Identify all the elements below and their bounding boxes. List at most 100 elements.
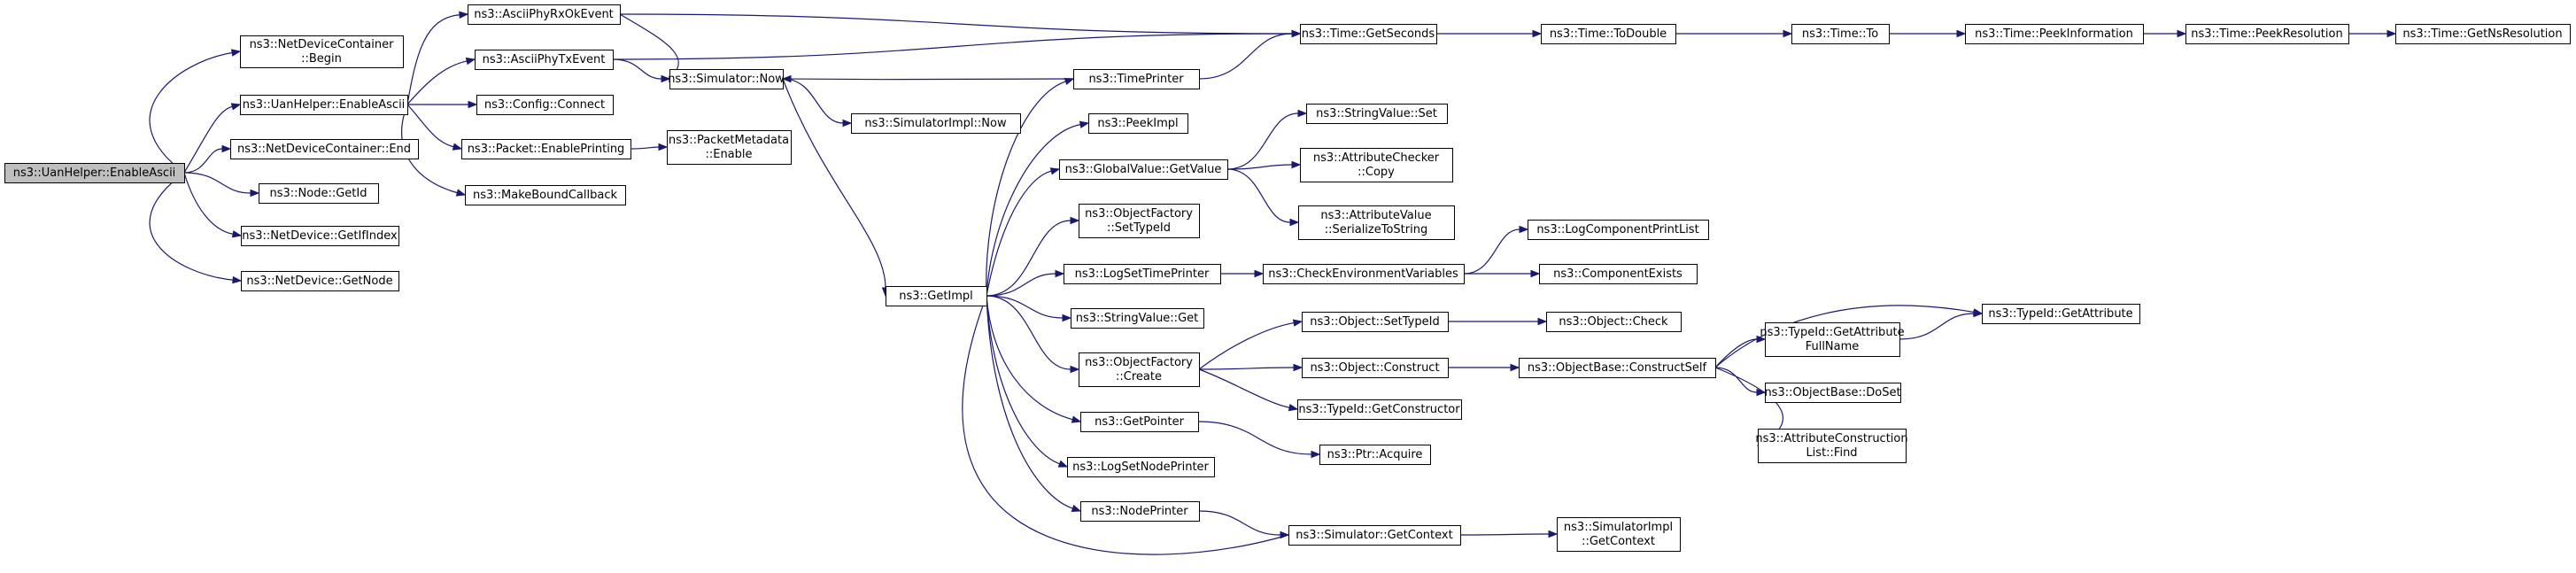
node-ns3-makeboundcallback[interactable]: ns3::MakeBoundCallback bbox=[465, 185, 626, 205]
node-ns3-objectfactory-settypeid[interactable]: ns3::ObjectFactory::SetTypeId bbox=[1079, 204, 1200, 238]
node-label: ns3::TypeId::GetAttribute bbox=[1760, 326, 1904, 339]
node-ns3-globalvalue-getvalue[interactable]: ns3::GlobalValue::GetValue bbox=[1059, 159, 1228, 180]
edge-n7-to-n26 bbox=[619, 13, 1302, 38]
edge-arrowhead bbox=[781, 74, 792, 83]
node-ns3-time-peekinformation[interactable]: ns3::Time::PeekInformation bbox=[1965, 24, 2144, 44]
node-box bbox=[1982, 304, 2140, 324]
node-ns3-netdevicecontainer-begin[interactable]: ns3::NetDeviceContainer::Begin bbox=[240, 35, 404, 68]
edge-arrowhead bbox=[1532, 29, 1543, 38]
node-ns3-time-to[interactable]: ns3::Time::To bbox=[1791, 24, 1890, 44]
node-ns3-objectbase-constructself[interactable]: ns3::ObjectBase::ConstructSelf bbox=[1519, 358, 1716, 378]
node-box bbox=[886, 286, 987, 306]
node-ns3-logsetnodeprinter[interactable]: ns3::LogSetNodePrinter bbox=[1067, 457, 1215, 477]
node-ns3-object-construct[interactable]: ns3::Object::Construct bbox=[1302, 358, 1449, 378]
edge-n23-to-n47 bbox=[1197, 421, 1321, 459]
edge-n41-to-n43 bbox=[1714, 335, 1767, 368]
edge-arrowhead bbox=[2386, 29, 2397, 38]
node-ns3-stringvalue-get[interactable]: ns3::StringValue::Get bbox=[1071, 308, 1204, 329]
node-label: ns3::Object::SetTypeId bbox=[1310, 315, 1439, 329]
node-ns3-packet-enableprinting[interactable]: ns3::Packet::EnablePrinting bbox=[461, 139, 631, 159]
node-ns3-nodeprinter[interactable]: ns3::NodePrinter bbox=[1080, 501, 1200, 522]
edge-n29-to-n30 bbox=[2143, 29, 2187, 38]
edge-line bbox=[790, 78, 1074, 81]
node-ns3-typeid-getattribute[interactable]: ns3::TypeId::GetAttribute bbox=[1982, 304, 2140, 324]
node-ns3-componentexists[interactable]: ns3::ComponentExists bbox=[1539, 264, 1698, 284]
edge-n30-to-n31 bbox=[2348, 29, 2397, 38]
node-ns3-config-connect[interactable]: ns3::Config::Connect bbox=[476, 95, 614, 115]
edge-arrowhead bbox=[1071, 504, 1082, 512]
node-ns3-asciiphytxevent[interactable]: ns3::AsciiPhyTxEvent bbox=[475, 50, 614, 70]
edge-n26-to-n27 bbox=[1436, 29, 1543, 38]
node-ns3-time-todouble[interactable]: ns3::Time::ToDouble bbox=[1541, 24, 1676, 44]
node-ns3-typeid-getconstructor[interactable]: ns3::TypeId::GetConstructor bbox=[1297, 399, 1462, 420]
node-ns3-getimpl[interactable]: ns3::GetImpl bbox=[886, 286, 987, 306]
node-box bbox=[461, 139, 631, 159]
edge-n0-to-n6 bbox=[149, 172, 243, 284]
edge-n16-to-n13 bbox=[781, 74, 1074, 83]
edge-line bbox=[1899, 313, 1975, 340]
node-ns3-logsettimeprinter[interactable]: ns3::LogSetTimePrinter bbox=[1064, 264, 1221, 284]
node-ns3-stringvalue-set[interactable]: ns3::StringValue::Set bbox=[1306, 104, 1448, 124]
node-label: ns3::Node::GetId bbox=[270, 187, 367, 200]
edge-n27-to-n28 bbox=[1675, 29, 1793, 38]
edge-arrowhead bbox=[1548, 530, 1559, 538]
edge-line bbox=[149, 51, 233, 174]
node-label: ns3::Time::PeekInformation bbox=[1975, 27, 2133, 41]
node-ns3-packetmetadata-enable[interactable]: ns3::PacketMetadata::Enable bbox=[667, 130, 792, 165]
node-box bbox=[241, 271, 399, 291]
node-box bbox=[1519, 358, 1716, 378]
node-ns3-node-getid[interactable]: ns3::Node::GetId bbox=[259, 183, 379, 204]
node-ns3-time-peekresolution[interactable]: ns3::Time::PeekResolution bbox=[2185, 24, 2349, 44]
edge-arrowhead bbox=[1293, 363, 1303, 372]
node-label: ::Copy bbox=[1358, 166, 1395, 179]
edge-arrowhead bbox=[1973, 309, 1984, 318]
edge-arrowhead bbox=[1510, 363, 1520, 372]
node-ns3-simulatorimpl-getcontext[interactable]: ns3::SimulatorImpl::GetContext bbox=[1557, 517, 1681, 552]
node-ns3-objectbase-doset[interactable]: ns3::ObjectBase::DoSet bbox=[1764, 383, 1901, 403]
node-ns3-object-settypeid[interactable]: ns3::Object::SetTypeId bbox=[1302, 312, 1449, 332]
node-ns3-netdevice-getifindex[interactable]: ns3::NetDevice::GetIfIndex bbox=[241, 226, 399, 246]
node-ns3-timeprinter[interactable]: ns3::TimePrinter bbox=[1073, 69, 1200, 89]
node-ns3-time-getseconds[interactable]: ns3::Time::GetSeconds bbox=[1300, 24, 1437, 44]
node-ns3-object-check[interactable]: ns3::Object::Check bbox=[1546, 312, 1682, 332]
node-box bbox=[1546, 312, 1682, 332]
node-ns3-objectfactory-create[interactable]: ns3::ObjectFactory::Create bbox=[1079, 352, 1200, 387]
node-box bbox=[1263, 264, 1465, 284]
edge-arrowhead bbox=[230, 103, 242, 111]
node-label: ns3::UanHelper::EnableAscii bbox=[13, 166, 176, 180]
node-ns3-attributevalue-serializetostring[interactable]: ns3::AttributeValue::SerializeToString bbox=[1298, 205, 1455, 240]
node-box bbox=[1541, 24, 1676, 44]
node-ns3-time-getnsresolution[interactable]: ns3::Time::GetNsResolution bbox=[2395, 24, 2571, 44]
edge-n41-to-n45 bbox=[1714, 367, 1767, 397]
node-label: ns3::TimePrinter bbox=[1088, 73, 1184, 86]
node-ns3-checkenvironmentvariables[interactable]: ns3::CheckEnvironmentVariables bbox=[1263, 264, 1465, 284]
node-box bbox=[1306, 104, 1448, 124]
edge-n38-to-n39 bbox=[1447, 317, 1548, 326]
node-ns3-simulatorimpl-now[interactable]: ns3::SimulatorImpl::Now bbox=[851, 113, 1021, 134]
edge-line bbox=[149, 172, 234, 281]
node-label: ns3::NodePrinter bbox=[1091, 505, 1188, 518]
node-ns3-uanhelper-enableascii[interactable]: ns3::UanHelper::EnableAscii bbox=[240, 95, 408, 115]
node-ns3-simulator-getcontext[interactable]: ns3::Simulator::GetContext bbox=[1288, 525, 1461, 546]
node-ns3-simulator-now[interactable]: ns3::Simulator::Now bbox=[668, 69, 785, 89]
node-label: ns3::NetDeviceContainer::End bbox=[237, 143, 411, 156]
node-ns3-netdevice-getnode[interactable]: ns3::NetDevice::GetNode bbox=[241, 271, 399, 291]
node-label: ns3::LogSetTimePrinter bbox=[1075, 267, 1210, 281]
node-ns3-netdevicecontainer-end[interactable]: ns3::NetDeviceContainer::End bbox=[230, 139, 419, 159]
node-box bbox=[2185, 24, 2349, 44]
node-ns3-asciiphyrxokevent[interactable]: ns3::AsciiPhyRxOkEvent bbox=[468, 4, 621, 25]
edge-line bbox=[1459, 533, 1550, 536]
edge-arrowhead bbox=[465, 57, 476, 66]
edge-arrowhead bbox=[1956, 29, 1967, 38]
edge-line bbox=[401, 104, 458, 194]
node-ns3-attributechecker-copy[interactable]: ns3::AttributeChecker::Copy bbox=[1300, 148, 1453, 182]
node-ns3-logcomponentprintlist[interactable]: ns3::LogComponentPrintList bbox=[1528, 220, 1709, 240]
node-ns3-getpointer[interactable]: ns3::GetPointer bbox=[1080, 412, 1199, 432]
node-label: ns3::StringValue::Set bbox=[1316, 107, 1437, 120]
node-box bbox=[1765, 322, 1900, 357]
node-ns3-ptr-acquire[interactable]: ns3::Ptr::Acquire bbox=[1319, 445, 1431, 465]
node-ns3-peekimpl[interactable]: ns3::PeekImpl bbox=[1088, 113, 1188, 134]
